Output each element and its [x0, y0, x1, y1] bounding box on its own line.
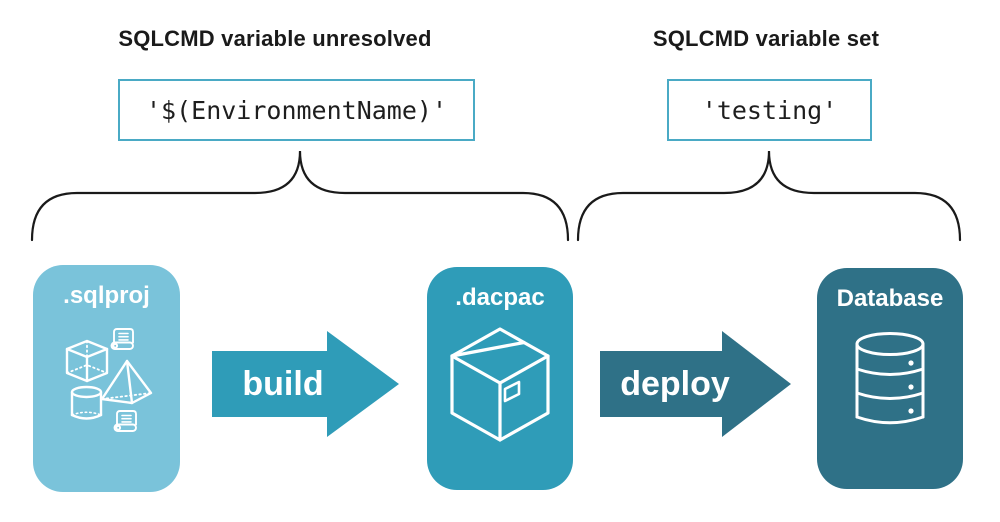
database-dots: [908, 360, 914, 414]
code-environment-variable: '$(EnvironmentName)': [145, 95, 448, 125]
scroll-icon: [110, 328, 134, 350]
deploy-arrow-label: deploy: [620, 364, 730, 403]
package-icon: [450, 327, 550, 442]
build-arrow-label: build: [242, 364, 324, 403]
code-box-testing-value: 'testing': [667, 79, 872, 141]
heading-variable-unresolved: SQLCMD variable unresolved: [118, 26, 432, 51]
node-sqlproj: .sqlproj: [33, 265, 180, 492]
build-arrow: [212, 331, 399, 437]
node-database-label: Database: [836, 285, 944, 312]
deploy-arrow-shape: [600, 331, 791, 437]
code-testing-value: 'testing': [701, 95, 838, 125]
cylinder-icon: [70, 385, 103, 420]
right-brace-icon: [576, 150, 962, 242]
pyramid-icon: [100, 359, 153, 405]
node-dacpac: .dacpac: [427, 267, 573, 490]
build-arrow-shape: [212, 331, 399, 437]
node-dacpac-label: .dacpac: [455, 284, 545, 311]
cube-icon: [65, 339, 109, 383]
deploy-arrow: [600, 331, 791, 437]
database-icon: [855, 332, 925, 425]
left-brace-icon: [30, 150, 570, 242]
code-box-environment-variable: '$(EnvironmentName)': [118, 79, 475, 141]
node-sqlproj-label: .sqlproj: [63, 282, 150, 309]
node-database: Database: [817, 268, 963, 489]
scroll-icon: [113, 410, 137, 432]
heading-variable-set: SQLCMD variable set: [652, 26, 880, 51]
sql-objects-icons: [65, 328, 153, 432]
